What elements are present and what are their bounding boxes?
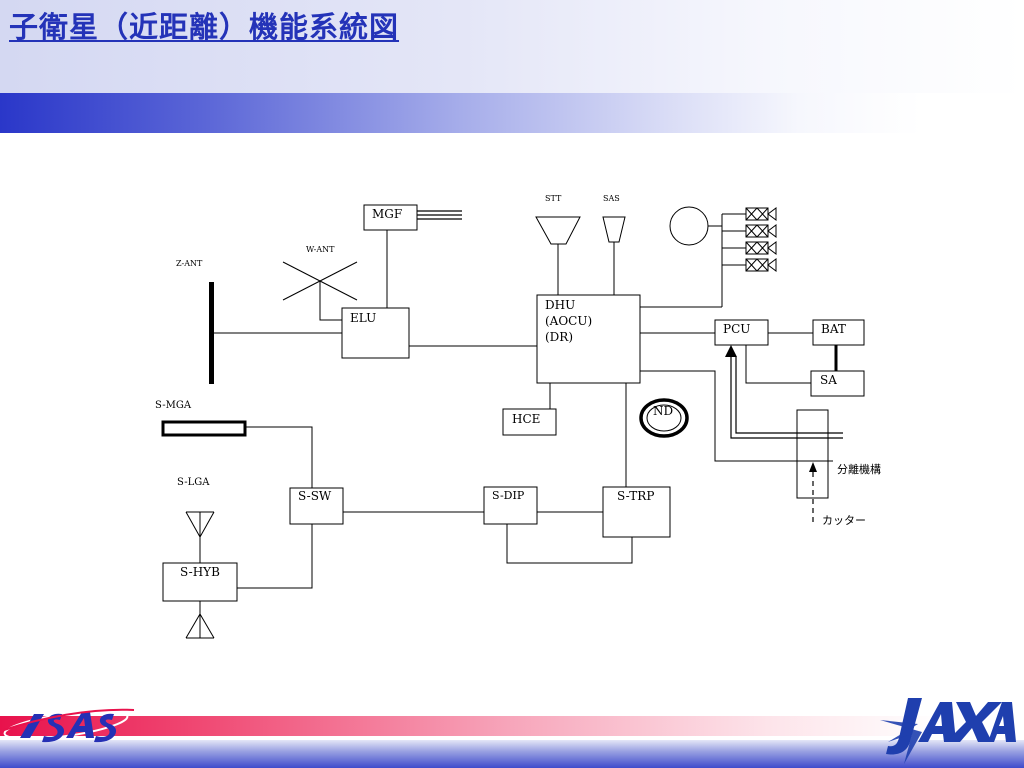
line-want-elu (319, 281, 342, 321)
line-pcu-sa (745, 345, 811, 384)
line-ssw-shyb (237, 524, 313, 589)
wheel-circle (669, 206, 709, 246)
separation-label: 分離機構 (837, 462, 881, 476)
dhu-block (536, 294, 641, 384)
stt-sensor (535, 216, 581, 245)
bat-label: BAT (821, 322, 846, 336)
nd-label: ND (653, 404, 673, 418)
s-dip-label: S-DIP (492, 489, 525, 502)
page-title: 子衛星（近距離）機能系統図 (9, 10, 400, 44)
z-ant-label: Z-ANT (176, 259, 203, 268)
s-hyb-block (162, 562, 238, 602)
sas-sensor (602, 216, 626, 243)
umbilical-line-2 (735, 357, 843, 434)
umbilical-line-1 (730, 357, 843, 439)
s-lga-bottom-antenna (185, 601, 215, 639)
s-hyb-label: S-HYB (180, 565, 220, 579)
s-lga-top-antenna (185, 511, 215, 563)
separation-mechanism-block (796, 409, 829, 499)
elu-block (341, 307, 410, 359)
line-dhu-separation (640, 370, 833, 462)
s-sw-label: S-SW (298, 489, 332, 503)
s-sw-block (289, 487, 344, 525)
hce-block (502, 408, 557, 436)
bat-block (812, 319, 865, 346)
pcu-label: PCU (723, 322, 750, 336)
s-trp-block (602, 486, 671, 538)
s-trp-label: S-TRP (617, 489, 654, 503)
s-mga-label: S-MGA (155, 400, 192, 411)
footer-blue-bar (0, 740, 1024, 768)
header-gradient-bar (0, 93, 1024, 133)
isas-logo (3, 708, 135, 743)
hce-label: HCE (512, 412, 540, 426)
s-mga-antenna (161, 420, 247, 437)
s-dip-block (483, 486, 538, 525)
cutter-label: カッター (822, 514, 866, 527)
sas-label: SAS (603, 194, 620, 203)
header-background (0, 0, 1024, 95)
s-lga-label: S-LGA (177, 477, 210, 488)
dhu-label-3: (DR) (545, 330, 573, 344)
thruster-cluster (721, 207, 777, 272)
stt-label: STT (545, 194, 562, 203)
footer-pink-bar (0, 716, 1024, 736)
line-smga-ssw (245, 426, 313, 488)
sa-label: SA (820, 373, 837, 387)
line-sdip-strp-loop (506, 524, 633, 564)
umbilical-arrow (725, 345, 737, 357)
mgf-boom (417, 210, 462, 220)
mgf-label: MGF (372, 207, 402, 221)
cutter-arrow (809, 462, 817, 472)
mgf-block (363, 204, 418, 231)
elu-label: ELU (350, 311, 376, 325)
dhu-label-2: (AOCU) (545, 314, 592, 328)
z-ant-antenna (209, 282, 214, 384)
jaxa-logo (880, 698, 1016, 764)
sa-block (810, 370, 865, 397)
dhu-label-1: DHU (545, 298, 575, 312)
w-ant-label: W-ANT (306, 245, 335, 254)
